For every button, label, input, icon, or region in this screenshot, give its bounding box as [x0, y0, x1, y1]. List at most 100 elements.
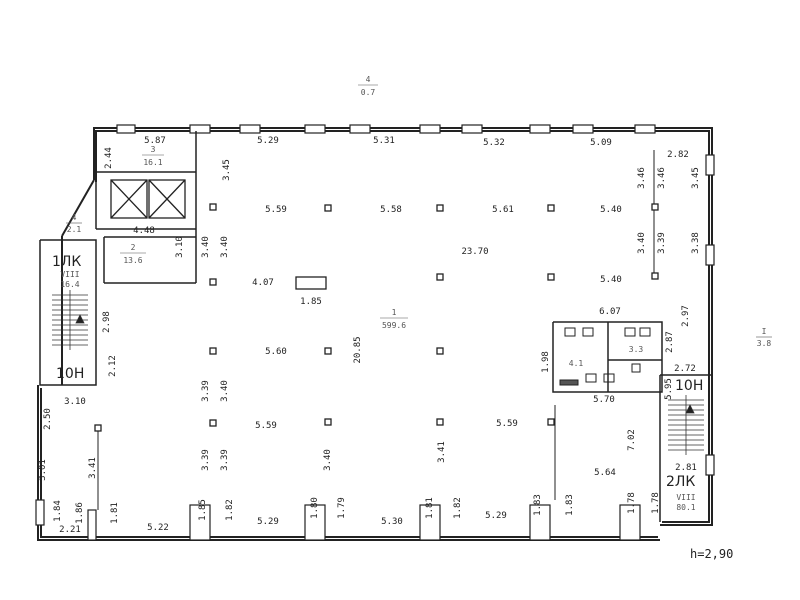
right-stair-room: VIII [676, 493, 695, 502]
outside-area-right: I 3.8 [756, 327, 772, 348]
dim-label: 5.59 [265, 205, 287, 215]
dim-label: 5.59 [496, 419, 518, 429]
dim-label: 1.78 [651, 492, 661, 514]
outside-top-number: 4 [366, 75, 371, 84]
dim-label: 5.09 [590, 138, 612, 148]
dim-label: 6.07 [599, 307, 621, 317]
dim-label: 3.10 [175, 236, 185, 258]
dim-label: 3.46 [657, 167, 667, 189]
dim-label: 1.84 [53, 500, 63, 522]
dim-label: 5.58 [380, 205, 402, 215]
dim-label: 1.78 [627, 492, 637, 514]
dim-label: 2.87 [665, 331, 675, 353]
dim-label: 1.82 [225, 499, 235, 521]
lift-shafts [110, 179, 186, 219]
exterior-walls [37, 127, 713, 541]
dim-label: 5.61 [492, 205, 514, 215]
left-stair-room: VIII [60, 270, 79, 279]
dim-label: 3.45 [222, 159, 232, 181]
dim-label: 2.81 [675, 463, 697, 473]
dim-label: 3.39 [220, 449, 230, 471]
dim-label: 5.32 [483, 138, 505, 148]
outside-right-area: 3.8 [757, 339, 772, 348]
ceiling-height-note: h=2,90 [690, 547, 733, 561]
dim-label: 3.40 [220, 236, 230, 258]
dim-label: 3.45 [691, 167, 701, 189]
dim-label: 2.21 [59, 525, 81, 535]
dim-label: 1.81 [110, 502, 120, 524]
dim-label: 3.40 [220, 380, 230, 402]
dim-label: 1.81 [425, 497, 435, 519]
room-1-area: 599.6 [382, 321, 406, 330]
horizontal-dimensions: 5.87 5.29 5.31 5.32 5.09 2.82 5.59 5.58 … [59, 136, 697, 535]
dim-label: 5.29 [485, 511, 507, 521]
dim-label: 5.87 [144, 136, 166, 146]
room-2-number: 2 [131, 243, 136, 252]
dim-label: 3.10 [64, 397, 86, 407]
dim-label: 3.40 [323, 449, 333, 471]
dim-label: 2.50 [43, 408, 53, 430]
dim-label: 3.01 [38, 459, 48, 481]
dim-label: 1.82 [453, 497, 463, 519]
room-3-area: 16.1 [143, 158, 162, 167]
right-stair-label: 2ЛК [666, 474, 695, 490]
dim-label: 5.64 [594, 468, 616, 478]
dim-label: 2.98 [102, 311, 112, 333]
room-4-area: 2.1 [67, 225, 82, 234]
dim-label: 3.40 [637, 232, 647, 254]
outside-area-top: 4 0.7 [358, 75, 378, 97]
dim-label: 3.40 [201, 236, 211, 258]
room-3-number: 3 [151, 145, 156, 154]
dim-label: 3.41 [88, 457, 98, 479]
left-stair-area: 16.4 [60, 280, 79, 289]
room-4-number: 4 [72, 213, 77, 222]
dim-label: 5.95 [664, 378, 674, 400]
dim-label: 1.85 [198, 499, 208, 521]
dim-label: 7.02 [627, 429, 637, 451]
dim-label: 2.12 [108, 355, 118, 377]
dim-label: 5.59 [255, 421, 277, 431]
dim-label: 1.83 [533, 494, 543, 516]
dim-label: 4.48 [133, 226, 155, 236]
left-unit-label: 10Н [56, 366, 84, 382]
outside-right-number: I [762, 327, 767, 336]
dim-label: 5.40 [600, 205, 622, 215]
dim-label: 3.38 [691, 232, 701, 254]
dim-label: 5.22 [147, 523, 169, 533]
wc-fixtures [559, 327, 651, 386]
dim-label: 5.29 [257, 517, 279, 527]
dim-label: 5.31 [373, 136, 395, 146]
room-6-area: 4.1 [569, 359, 584, 368]
dim-label: 3.41 [437, 441, 447, 463]
window-marks [35, 124, 715, 541]
dim-label: 1.80 [310, 497, 320, 519]
dim-label: 3.46 [637, 167, 647, 189]
dim-label: 2.72 [674, 364, 696, 374]
dim-label: 1.85 [300, 297, 322, 307]
dim-label: 3.39 [657, 232, 667, 254]
right-stair-area: 80.1 [676, 503, 695, 512]
outside-top-area: 0.7 [361, 88, 376, 97]
dim-label: 5.30 [381, 517, 403, 527]
dim-label: 4.07 [252, 278, 274, 288]
dim-label: 2.82 [667, 150, 689, 160]
vertical-dimensions: 2.44 3.45 3.46 3.46 3.45 3.10 3.40 3.40 … [38, 147, 701, 524]
dim-label: 2.97 [681, 305, 691, 327]
dim-label: 1.98 [541, 351, 551, 373]
right-unit-label: 10Н [675, 378, 703, 394]
dim-label: 3.39 [201, 380, 211, 402]
dim-label: 5.70 [593, 395, 615, 405]
dim-label: 23.70 [461, 247, 488, 257]
room-labels: 3 16.1 4 2.1 2 13.6 1 599.6 4.1 3.3 [66, 145, 643, 368]
dim-label: 3.39 [201, 449, 211, 471]
dim-label: 5.40 [600, 275, 622, 285]
dim-label: 5.60 [265, 347, 287, 357]
columns [94, 203, 659, 432]
dim-label: 1.83 [565, 494, 575, 516]
dim-label: 1.86 [75, 502, 85, 524]
room-2-area: 13.6 [123, 256, 142, 265]
left-stair-label: 1ЛК [52, 254, 81, 270]
interior-walls [39, 131, 712, 522]
dim-label: 1.79 [337, 497, 347, 519]
